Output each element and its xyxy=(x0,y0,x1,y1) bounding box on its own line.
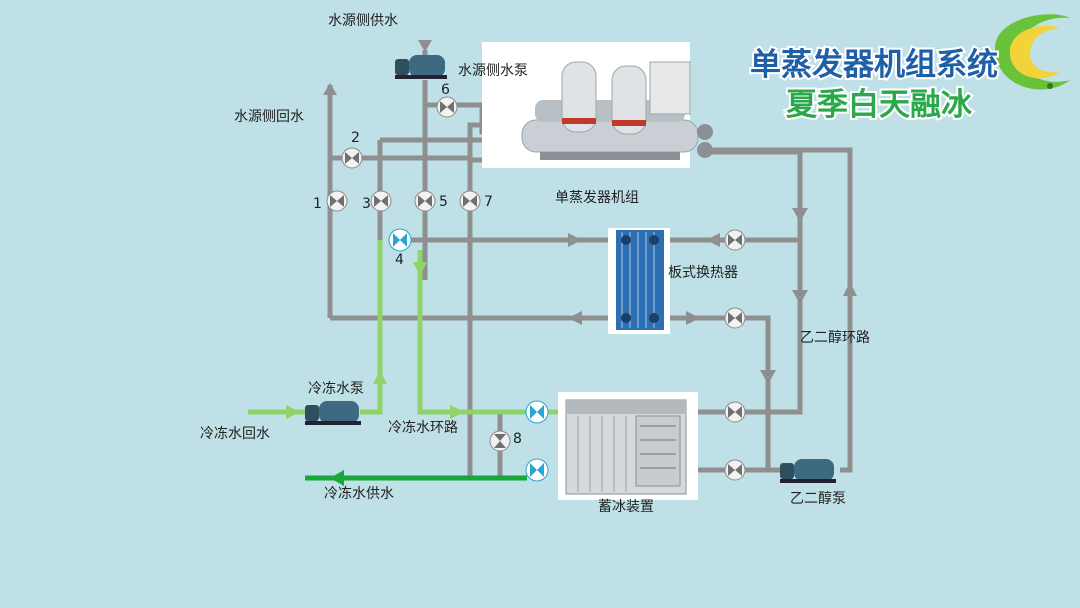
valve-3[interactable] xyxy=(370,190,392,212)
valve-number-8: 8 xyxy=(513,431,522,447)
label-chiller: 单蒸发器机组 xyxy=(555,190,639,206)
pump-icon xyxy=(305,401,361,425)
chiller-icon xyxy=(482,42,713,168)
logo-icon xyxy=(995,14,1070,90)
valve-2[interactable] xyxy=(341,147,363,169)
label-source-return: 水源侧回水 xyxy=(234,109,304,125)
valve-ice-out-chilled[interactable] xyxy=(525,458,549,482)
label-ice-storage: 蓄冰装置 xyxy=(598,499,654,515)
pump-icon xyxy=(395,55,447,79)
label-chilled-loop: 冷冻水环路 xyxy=(388,419,458,436)
valve-6[interactable] xyxy=(436,96,458,118)
label-plate-hx: 板式换热器 xyxy=(668,264,738,281)
plate-heat-exchanger-icon xyxy=(608,228,670,334)
valve-number-7: 7 xyxy=(484,194,493,210)
title-line1: 单蒸发器机组系统 xyxy=(750,47,998,83)
valve-5[interactable] xyxy=(414,190,436,212)
label-chilled-return: 冷冻水回水 xyxy=(200,425,270,442)
valve-1[interactable] xyxy=(326,190,348,212)
ice-storage-icon xyxy=(558,392,698,500)
flow-arrows-green xyxy=(286,262,464,486)
valve-hx-bottom[interactable] xyxy=(724,307,746,329)
valve-ice-glycol-bottom[interactable] xyxy=(724,459,746,481)
valve-number-2: 2 xyxy=(351,130,360,146)
valve-number-1: 1 xyxy=(313,196,322,212)
label-source-supply: 水源侧供水 xyxy=(328,13,398,29)
valve-number-6: 6 xyxy=(441,82,450,98)
label-glycol-loop: 乙二醇环路 xyxy=(800,329,870,346)
label-source-pump: 水源侧水泵 xyxy=(458,63,528,79)
label-chilled-supply: 冷冻水供水 xyxy=(324,485,394,502)
valve-number-3: 3 xyxy=(362,196,371,212)
valves xyxy=(326,96,746,482)
valve-7[interactable] xyxy=(459,190,481,212)
label-glycol-pump: 乙二醇泵 xyxy=(790,490,846,507)
valve-number-5: 5 xyxy=(439,194,448,210)
valve-ice-glycol-top[interactable] xyxy=(724,401,746,423)
title-line2: 夏季白天融冰 xyxy=(786,87,973,123)
valve-ice-in-chilled[interactable] xyxy=(525,400,549,424)
valve-hx-top[interactable] xyxy=(724,229,746,251)
pump-icon xyxy=(780,459,836,483)
label-chilled-pump: 冷冻水泵 xyxy=(308,380,364,397)
valve-number-4: 4 xyxy=(395,252,404,268)
valve-4[interactable] xyxy=(388,228,412,252)
valve-8[interactable] xyxy=(489,430,511,452)
